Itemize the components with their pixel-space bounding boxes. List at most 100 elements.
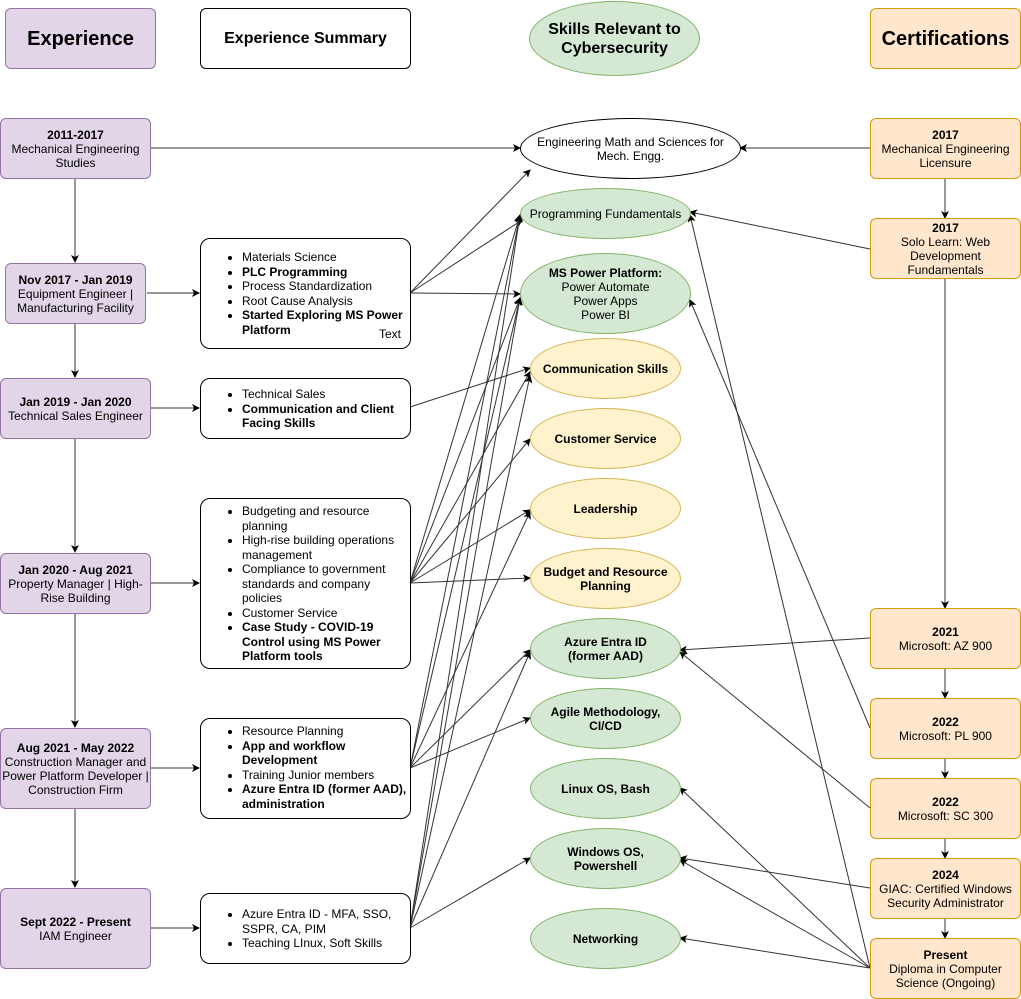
- arrow-s4-lead: [409, 511, 531, 769]
- arrow-cert7-linux: [679, 787, 871, 969]
- certification-year: 2021: [932, 624, 959, 639]
- skill-title: Communication Skills: [542, 361, 669, 376]
- certification-node-6: 2024 GIAC: Certified Windows Security Ad…: [870, 858, 1021, 919]
- experience-node-4: Jan 2020 - Aug 2021 Property Manager | H…: [0, 553, 151, 614]
- skill-customer-service: Customer Service: [530, 408, 681, 469]
- experience-node-6: Sept 2022 - Present IAM Engineer: [0, 888, 151, 969]
- experience-summary-4: Resource Planning App and workflow Devel…: [200, 718, 411, 819]
- skill-title: Networking: [572, 931, 639, 946]
- skill-title: Linux OS, Bash: [561, 781, 650, 796]
- skill-agile-cicd: Agile Methodology, CI/CD: [530, 688, 681, 749]
- summary-list: Resource Planning App and workflow Devel…: [201, 724, 410, 811]
- experience-role: Mechanical Engineering Studies: [11, 141, 140, 170]
- summary-item: Materials Science: [242, 250, 410, 265]
- skill-title: Azure Entra ID (former AAD): [564, 634, 647, 663]
- summary-item: Communication and Client Facing Skills: [242, 402, 410, 431]
- experience-period: 2011-2017: [47, 127, 104, 142]
- arrow-s1-power: [409, 289, 521, 298]
- experience-node-3: Jan 2019 - Jan 2020 Technical Sales Engi…: [0, 378, 151, 439]
- summary-item: Budgeting and resource planning: [242, 504, 410, 533]
- skill-communication: Communication Skills: [530, 338, 681, 399]
- arrow-cert4-power: [689, 299, 871, 729]
- certification-year: 2017: [932, 220, 959, 235]
- skill-text: Power BI: [581, 307, 630, 322]
- skill-engineering-math: Engineering Math and Sciences for Mech. …: [520, 118, 741, 179]
- arrow-s4-entra: [409, 649, 531, 769]
- summary-item: Technical Sales: [242, 387, 410, 402]
- certification-name: Microsoft: AZ 900: [898, 638, 993, 653]
- skill-title: Budget and Resource Planning: [543, 564, 668, 593]
- certification-name: Microsoft: SC 300: [897, 808, 994, 823]
- header-experience-label: Experience: [27, 27, 134, 50]
- experience-role: Property Manager | High-Rise Building: [8, 576, 143, 605]
- certification-year: 2017: [932, 127, 959, 142]
- experience-node-5: Aug 2021 - May 2022 Construction Manager…: [0, 728, 151, 809]
- experience-role: Technical Sales Engineer: [8, 408, 143, 423]
- certification-name: Mechanical Engineering Licensure: [881, 141, 1010, 170]
- skill-programming-fundamentals: Programming Fundamentals: [520, 188, 691, 239]
- summary-item: Resource Planning: [242, 724, 410, 739]
- arrow-s5-windows: [409, 857, 531, 929]
- certification-name: GIAC: Certified Windows Security Adminis…: [879, 881, 1012, 910]
- arrow-s1-eng: [409, 169, 531, 294]
- experience-period: Aug 2021 - May 2022: [16, 740, 135, 755]
- certification-node-7: Present Diploma in Computer Science (Ong…: [870, 938, 1021, 999]
- arrow-cert7-net: [679, 935, 871, 969]
- arrow-s3-budget: [409, 574, 531, 584]
- summary-item: App and workflow Development: [242, 739, 410, 768]
- experience-node-2: Nov 2017 - Jan 2019 Equipment Engineer |…: [5, 263, 146, 324]
- summary-item: Teaching LInux, Soft Skills: [242, 936, 410, 951]
- header-summary-label: Experience Summary: [224, 30, 387, 47]
- certification-node-1: 2017 Mechanical Engineering Licensure: [870, 118, 1021, 179]
- arrow-cert7-windows: [679, 859, 871, 969]
- arrow-s3-comm: [409, 371, 531, 584]
- arrow-s3-lead: [409, 509, 531, 584]
- experience-period: Jan 2019 - Jan 2020: [19, 394, 132, 409]
- summary-item: Training Junior members: [242, 768, 410, 783]
- experience-role: Construction Manager and Power Platform …: [2, 754, 149, 797]
- summary-list: Technical Sales Communication and Client…: [201, 387, 410, 431]
- certification-year: Present: [923, 947, 968, 962]
- header-certifications-label: Certifications: [881, 27, 1010, 50]
- summary-item: Root Cause Analysis: [242, 294, 410, 309]
- skill-networking: Networking: [530, 908, 681, 969]
- experience-summary-5: Azure Entra ID - MFA, SSO, SSPR, CA, PIM…: [200, 893, 411, 964]
- skill-ms-power-platform: MS Power Platform: Power Automate Power …: [520, 253, 691, 334]
- arrow-s5-entra: [409, 651, 531, 929]
- experience-role: Equipment Engineer | Manufacturing Facil…: [17, 286, 134, 315]
- arrow-cert6-windows: [679, 855, 871, 889]
- skill-leadership: Leadership: [530, 478, 681, 539]
- certification-node-2: 2017 Solo Learn: Web Development Fundame…: [870, 218, 1021, 279]
- skill-title: Agile Methodology, CI/CD: [550, 704, 661, 733]
- arrow-s4-agile: [409, 717, 531, 769]
- arrow-s5-comm: [409, 375, 533, 929]
- experience-summary-2: Technical Sales Communication and Client…: [200, 378, 411, 439]
- arrow-s4-power: [409, 297, 523, 769]
- summary-item: Azure Entra ID - MFA, SSO, SSPR, CA, PIM: [242, 907, 410, 936]
- arrow-cert7-prog: [687, 214, 871, 969]
- summary-item: Started Exploring MS Power Platform: [242, 308, 410, 337]
- skill-budget-planning: Budget and Resource Planning: [530, 548, 681, 609]
- certification-name: Microsoft: PL 900: [899, 728, 992, 743]
- certification-year: 2022: [932, 714, 959, 729]
- summary-item: High-rise building operations management: [242, 533, 410, 562]
- summary-list: Budgeting and resource planning High-ris…: [201, 504, 410, 664]
- skill-linux-bash: Linux OS, Bash: [530, 758, 681, 819]
- skill-text: Engineering Math and Sciences for Mech. …: [537, 134, 724, 163]
- summary-item: Azure Entra ID (former AAD), administrat…: [242, 782, 410, 811]
- arrow-s4-prog: [409, 214, 523, 769]
- skill-title: Customer Service: [554, 431, 657, 446]
- experience-summary-1: Materials Science PLC Programming Proces…: [200, 238, 411, 349]
- arrow-cert2-prog: [689, 209, 871, 250]
- arrow-s5-prog: [409, 214, 523, 929]
- experience-period: Sept 2022 - Present: [20, 914, 131, 929]
- header-experience: Experience: [5, 8, 156, 69]
- certification-name: Diploma in Computer Science (Ongoing): [889, 961, 1002, 990]
- header-skills: Skills Relevant to Cybersecurity: [529, 1, 700, 76]
- arrow-cert5-entra: [679, 651, 871, 809]
- skill-text: Programming Fundamentals: [529, 206, 682, 221]
- certification-year: 2024: [932, 867, 959, 882]
- certification-node-3: 2021 Microsoft: AZ 900: [870, 608, 1021, 669]
- header-skills-label: Skills Relevant to Cybersecurity: [548, 20, 681, 57]
- summary-list: Azure Entra ID - MFA, SSO, SSPR, CA, PIM…: [201, 907, 410, 951]
